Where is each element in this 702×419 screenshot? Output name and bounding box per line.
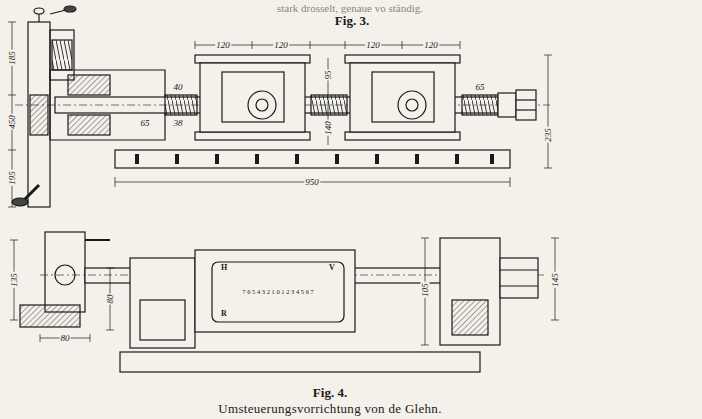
dimension: 235: [544, 127, 553, 143]
dimension: 80: [106, 294, 115, 305]
scale-letter: H: [220, 264, 228, 272]
page-text: stark drosselt, genaue vo ständig.: [276, 3, 424, 14]
dimension: 185: [8, 50, 17, 66]
dimension: 140: [324, 120, 333, 136]
dimension: 80: [60, 334, 71, 343]
dimension: 38: [173, 119, 184, 128]
scale-letter: V: [328, 264, 336, 272]
dimension: 450: [8, 114, 17, 130]
dimension: 40: [173, 83, 184, 92]
scale-letter: R: [220, 310, 228, 318]
dimension: 65: [140, 119, 151, 128]
dimension: 105: [421, 282, 430, 298]
dimension: 135: [10, 272, 19, 288]
dimension: 195: [8, 170, 17, 186]
figure-number: Fig. 4.: [312, 386, 348, 399]
dimension: 120: [423, 41, 439, 50]
dimension: 65: [475, 83, 486, 92]
dimension: 145: [551, 272, 560, 288]
dimension: 120: [215, 41, 231, 50]
scale-numbers: 7 6 5 4 3 2 1 0 1 2 3 4 5 6 7: [241, 289, 315, 296]
dimension: 950: [304, 178, 320, 187]
dimension: 120: [365, 41, 381, 50]
figure-number: Fig. 3.: [334, 14, 370, 27]
dimension: 120: [273, 41, 289, 50]
dimension: 95: [324, 70, 333, 81]
figure-caption: Umsteuerungsvorrichtung von de Glehn.: [217, 402, 442, 415]
